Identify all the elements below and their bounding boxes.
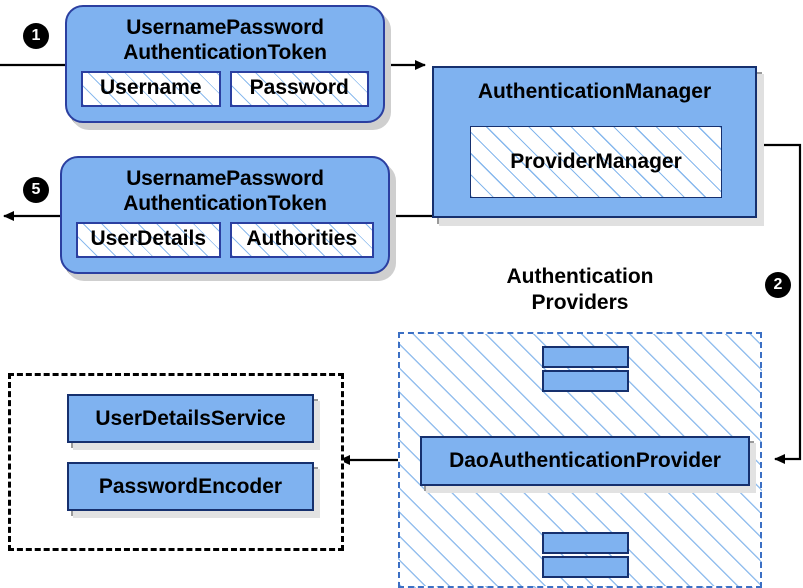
response-token-title-line2: AuthenticationToken [123,192,327,215]
other-provider-bottom-2[interactable] [542,556,629,578]
wire-manager-to-provider [757,143,802,464]
authentication-providers-label: Authentication Providers [455,264,705,316]
provider-manager-box[interactable]: ProviderManager [470,126,722,198]
step-badge-5: 5 [23,177,49,203]
authentication-providers-label-line2: Providers [531,291,629,314]
response-token-field-userdetails: UserDetails [76,222,221,258]
request-token-title: UsernamePassword AuthenticationToken [67,7,383,65]
request-token-field-password: Password [229,71,369,107]
step-badge-1: 1 [23,23,49,49]
other-provider-top-1[interactable] [542,346,629,368]
request-token-title-line2: AuthenticationToken [123,41,327,64]
response-authentication-token[interactable]: UsernamePassword AuthenticationToken Use… [60,156,390,274]
response-token-title-line1: UsernamePassword [126,167,324,190]
authentication-providers-label-line1: Authentication [506,265,654,288]
response-token-title: UsernamePassword AuthenticationToken [62,158,388,216]
request-token-fields: Username Password [67,65,383,107]
authentication-manager-box[interactable]: AuthenticationManager ProviderManager [432,66,757,218]
step-badge-2: 2 [765,272,791,298]
other-provider-bottom-1[interactable] [542,532,629,554]
password-encoder-box[interactable]: PasswordEncoder [67,462,314,511]
response-token-fields: UserDetails Authorities [62,216,388,258]
dao-authentication-provider-box[interactable]: DaoAuthenticationProvider [420,436,750,486]
other-provider-top-2[interactable] [542,370,629,392]
authentication-manager-title: AuthenticationManager [477,80,712,103]
request-authentication-token[interactable]: UsernamePassword AuthenticationToken Use… [65,5,385,123]
request-token-title-line1: UsernamePassword [126,16,324,39]
user-details-service-box[interactable]: UserDetailsService [67,394,314,443]
response-token-field-authorities: Authorities [229,222,374,258]
request-token-field-username: Username [81,71,221,107]
